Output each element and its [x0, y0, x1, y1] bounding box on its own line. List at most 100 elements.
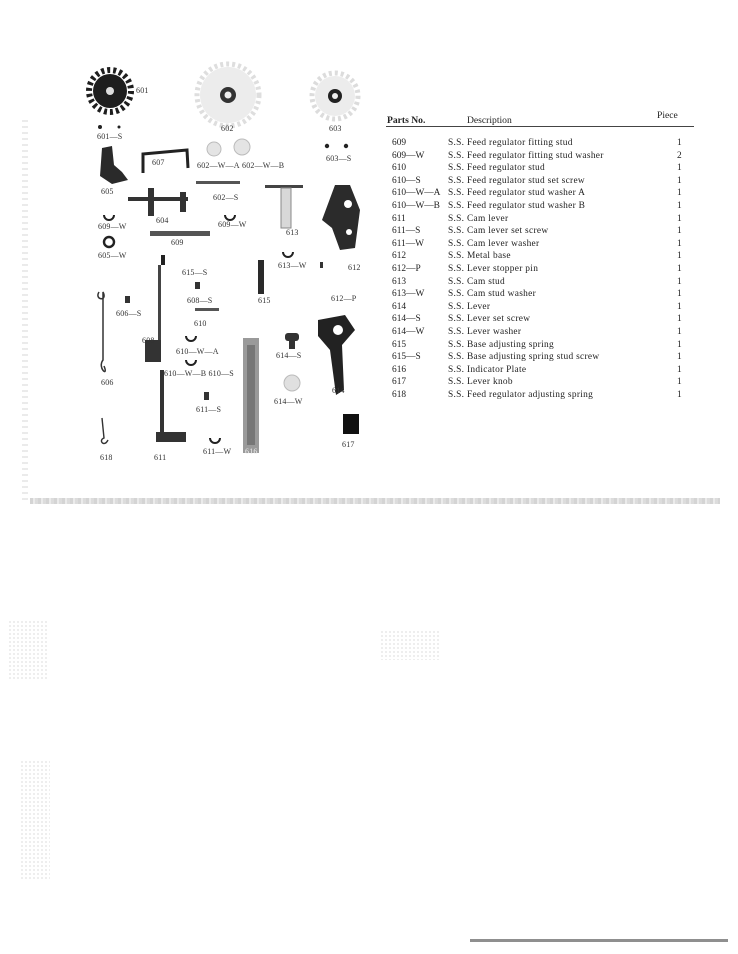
part-number-cell: 612 [392, 251, 407, 262]
label-613: 613 [286, 228, 299, 237]
description-cell: S.S. Base adjusting spring [448, 339, 554, 350]
part-number-cell: 615—S [392, 352, 421, 363]
piece-count-cell: 1 [677, 163, 682, 174]
description-cell: S.S. Cam lever [448, 213, 509, 224]
part-number-cell: 610 [392, 163, 407, 174]
part-number-cell: 618 [392, 390, 407, 400]
cam-stud-613-icon [265, 185, 303, 229]
label-611: 611 [154, 453, 167, 462]
piece-count-cell: 1 [677, 226, 682, 237]
label-611-w: 611—W [203, 447, 232, 456]
label-612: 612 [348, 263, 361, 272]
label-609-w-right: 609—W [218, 220, 247, 229]
label-601-s: 601—S [97, 132, 123, 141]
header-rule [386, 126, 694, 127]
spring-618-icon [100, 417, 109, 445]
label-605-w: 605—W [98, 251, 127, 260]
part-number-cell: 615 [392, 339, 407, 350]
gear-602-icon [194, 61, 262, 129]
piece-count-cell: 1 [677, 314, 682, 325]
label-614-w: 614—W [274, 397, 303, 406]
header-piece: Piece [657, 110, 678, 121]
description-cell: S.S. Feed regulator stud washer A [448, 188, 586, 199]
description-cell: S.S. Lever knob [448, 377, 513, 388]
table-row: 610—W—A S.S. Feed regulator stud washer A… [386, 188, 706, 200]
label-606: 606 [101, 378, 114, 387]
part-number-cell: 609 [392, 138, 407, 148]
description-cell: S.S. Cam stud [448, 276, 506, 287]
page-bottom-rule [470, 939, 728, 942]
knob-608-icon [145, 340, 161, 362]
piece-count-cell: 1 [677, 175, 682, 186]
piece-count-cell: 1 [677, 213, 682, 224]
description-cell: S.S. Feed regulator stud washer B [448, 201, 586, 211]
label-604: 604 [156, 216, 169, 225]
part-number-cell: 610—W—A [392, 188, 441, 199]
label-614: 614 [332, 386, 345, 395]
part-number-cell: 614—W [392, 327, 425, 337]
label-602-w-b: 602—W—B [242, 161, 285, 170]
part-number-cell: 614—S [392, 314, 421, 325]
piece-count-cell: 1 [677, 390, 682, 400]
part-number-cell: 614 [392, 301, 407, 312]
table-row: 615—S S.S. Base adjusting spring stud scr… [386, 352, 706, 364]
label-608-s: 608—S [187, 296, 213, 305]
description-cell: S.S. Cam stud washer [448, 289, 537, 300]
bracket-607-icon [141, 148, 190, 173]
piece-count-cell: 1 [677, 264, 682, 274]
knob-617-icon [343, 414, 359, 434]
label-609: 609 [171, 238, 184, 247]
part-number-cell: 616 [392, 364, 407, 375]
label-610-w-a: 610—W—A [176, 347, 219, 356]
part-number-cell: 611—W [392, 238, 424, 249]
label-608: 608 [142, 336, 155, 345]
label-602-s: 602—S [213, 193, 239, 202]
description-cell: S.S. Base adjusting spring stud screw [448, 352, 600, 363]
label-612-p: 612—P [331, 294, 357, 303]
label-610-w-b: 610—W—B 610—S [164, 369, 234, 378]
metal-base-612-icon [322, 185, 360, 250]
label-607: 607 [152, 158, 165, 167]
label-611-s: 611—S [196, 405, 222, 414]
label-615: 615 [258, 296, 271, 305]
description-cell: S.S. Feed regulator fitting stud [448, 138, 573, 148]
piece-count-cell: 1 [677, 301, 682, 312]
description-cell: S.S. Lever [448, 301, 491, 312]
piece-count-cell: 1 [677, 339, 682, 350]
part-number-cell: 611—S [392, 226, 421, 237]
spring-606-icon [97, 291, 106, 373]
description-cell: S.S. Cam lever washer [448, 238, 540, 249]
label-603-s: 603—S [326, 154, 352, 163]
label-601: 601 [136, 86, 149, 95]
label-609-w-left: 609—W [98, 222, 127, 231]
label-605: 605 [101, 187, 114, 196]
label-602: 602 [221, 124, 234, 133]
scan-noise [8, 620, 48, 680]
piece-count-cell: 1 [677, 188, 682, 199]
part-number-cell: 613 [392, 276, 407, 287]
label-602-w-a: 602—W—A [197, 161, 240, 170]
header-description: Description [467, 115, 512, 126]
description-cell: S.S. Feed regulator stud [448, 163, 546, 174]
label-606-s: 606—S [116, 309, 142, 318]
part-number-cell: 613—W [392, 289, 425, 300]
scan-bottom-edge [30, 498, 720, 504]
table-row: 615 S.S. Base adjusting spring 1 [386, 340, 706, 352]
label-617: 617 [342, 440, 355, 449]
bracket-605-icon [100, 146, 128, 184]
description-cell: S.S. Lever washer [448, 327, 522, 337]
frame-604-icon [128, 188, 188, 216]
scan-left-edge [22, 120, 28, 500]
